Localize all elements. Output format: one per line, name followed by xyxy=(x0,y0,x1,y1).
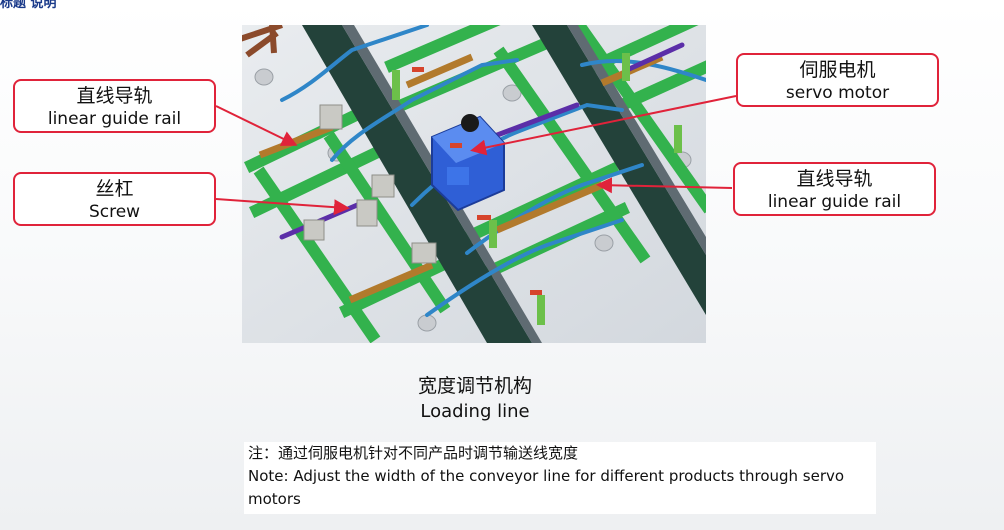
callout-label-zh: 伺服电机 xyxy=(799,59,876,81)
note-zh: 注：通过伺服电机针对不同产品时调节输送线宽度 xyxy=(248,444,579,462)
note-en: Note: Adjust the width of the conveyor l… xyxy=(248,467,845,508)
caption-en: Loading line xyxy=(420,401,530,422)
caption-zh: 宽度调节机构 xyxy=(417,375,532,397)
callout-linear-guide-rail-left: 直线导轨 linear guide rail xyxy=(13,79,216,133)
callout-label-en: Screw xyxy=(88,202,141,222)
callout-label-en: servo motor xyxy=(785,83,890,103)
callout-label-en: linear guide rail xyxy=(767,192,902,212)
width-adjustment-mechanism-render xyxy=(242,25,706,343)
slide-corner-title: 标题 说明 xyxy=(0,0,57,11)
figure-caption: 宽度调节机构 Loading line xyxy=(380,373,570,425)
callout-label-zh: 丝杠 xyxy=(95,178,134,200)
note-box: 注：通过伺服电机针对不同产品时调节输送线宽度 Note: Adjust the … xyxy=(244,442,876,514)
callout-servo-motor: 伺服电机 servo motor xyxy=(736,53,939,107)
callout-label-en: linear guide rail xyxy=(47,109,182,129)
callout-linear-guide-rail-right: 直线导轨 linear guide rail xyxy=(733,162,936,216)
callout-screw: 丝杠 Screw xyxy=(13,172,216,226)
callout-label-zh: 直线导轨 xyxy=(796,168,873,190)
callout-label-zh: 直线导轨 xyxy=(76,85,153,107)
